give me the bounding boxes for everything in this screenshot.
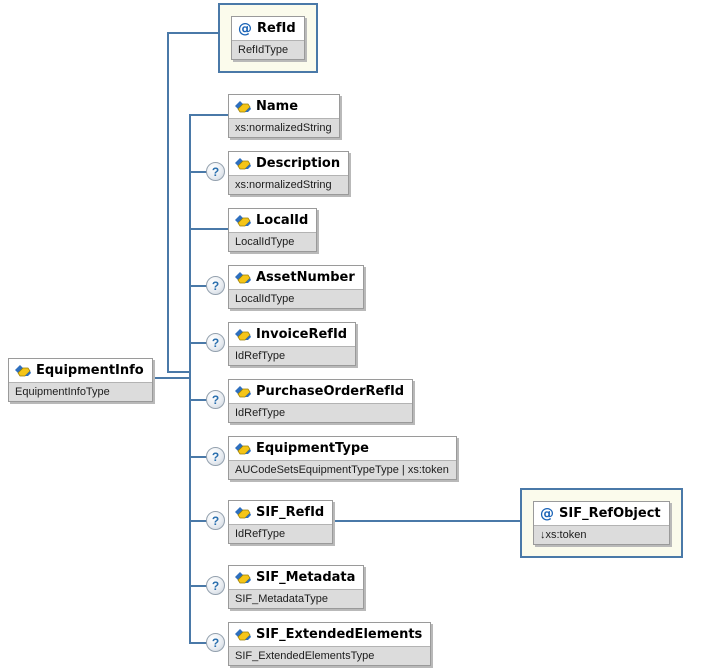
element-node-equipmenttype[interactable]: EquipmentType AUCodeSetsEquipmentTypeTyp…: [228, 436, 457, 480]
element-node-sifextendedelements[interactable]: SIF_ExtendedElements SIF_ExtendedElement…: [228, 622, 432, 666]
element-node-purchaseorderrefid[interactable]: PurchaseOrderRefId IdRefType: [228, 379, 414, 423]
element-label: Description: [256, 156, 341, 171]
element-icon: [235, 629, 251, 641]
element-type: IdRefType: [229, 524, 333, 543]
element-icon: [15, 365, 31, 377]
sif-refobject-type: ↓xs:token: [534, 525, 669, 544]
refid-type: RefIdType: [232, 40, 304, 59]
element-row-purchaseorderrefid: PurchaseOrderRefId IdRefType: [228, 379, 414, 423]
optional-icon: ?: [206, 276, 225, 295]
element-node-name[interactable]: Name xs:normalizedString: [228, 94, 340, 138]
attribute-icon: @: [238, 21, 252, 37]
element-label: AssetNumber: [256, 270, 355, 285]
refid-attribute-node[interactable]: @ RefId RefIdType: [231, 16, 305, 60]
optional-icon: ?: [206, 447, 225, 466]
connector-trunk-attributes: [167, 32, 169, 373]
sif-refobject-attribute-container: @ SIF_RefObject ↓xs:token: [520, 488, 683, 558]
element-label: EquipmentType: [256, 441, 369, 456]
element-type: IdRefType: [229, 346, 356, 365]
element-row-equipmenttype: EquipmentType AUCodeSetsEquipmentTypeTyp…: [228, 436, 457, 480]
element-icon: [235, 329, 251, 341]
element-icon: [235, 215, 251, 227]
connector-root-stub: [153, 377, 191, 379]
element-type: AUCodeSetsEquipmentTypeType | xs:token: [229, 460, 456, 479]
sif-refobject-title: @ SIF_RefObject: [534, 502, 669, 525]
root-type: EquipmentInfoType: [9, 382, 152, 401]
element-icon: [235, 158, 251, 170]
optional-icon: ?: [206, 390, 225, 409]
connector-stub-description: [189, 171, 211, 173]
optional-icon: ?: [206, 576, 225, 595]
element-label: SIF_ExtendedElements: [256, 627, 423, 642]
element-row-sifrefid: SIF_RefId IdRefType: [228, 500, 334, 544]
root-label: EquipmentInfo: [36, 363, 144, 378]
element-label: SIF_Metadata: [256, 570, 356, 585]
element-type: IdRefType: [229, 403, 413, 422]
element-type: LocalIdType: [229, 232, 317, 251]
connector-stub-sifmetadata: [189, 585, 211, 587]
connector-trunk-children: [189, 114, 191, 644]
element-type: xs:normalizedString: [229, 118, 339, 137]
refid-attribute-container: @ RefId RefIdType: [218, 3, 318, 73]
connector-refid-horizontal: [167, 32, 220, 34]
connector-stub-equipmenttype: [189, 456, 211, 458]
element-label: Name: [256, 99, 299, 114]
element-row-description: Description xs:normalizedString: [228, 151, 350, 195]
connector-stub-localid: [189, 228, 228, 230]
element-node-sifmetadata[interactable]: SIF_Metadata SIF_MetadataType: [228, 565, 365, 609]
element-icon: [235, 386, 251, 398]
element-node-localid[interactable]: LocalId LocalIdType: [228, 208, 318, 252]
element-icon: [235, 443, 251, 455]
element-node-description[interactable]: Description xs:normalizedString: [228, 151, 350, 195]
element-node-sifrefid[interactable]: SIF_RefId IdRefType: [228, 500, 334, 544]
optional-icon: ?: [206, 333, 225, 352]
sif-refobject-label: SIF_RefObject: [559, 506, 661, 521]
element-row-invoicerefid: InvoiceRefId IdRefType: [228, 322, 357, 366]
refid-title: @ RefId: [232, 17, 304, 40]
connector-stub-name: [189, 114, 228, 116]
element-type: SIF_ExtendedElementsType: [229, 646, 431, 665]
connector-stub-invoicerefid: [189, 342, 211, 344]
sif-refobject-attribute-node[interactable]: @ SIF_RefObject ↓xs:token: [533, 501, 670, 545]
element-icon: [235, 272, 251, 284]
connector-sifrefid-to-refobject: [300, 520, 522, 522]
root-element-node[interactable]: EquipmentInfo EquipmentInfoType: [8, 358, 153, 402]
element-row-assetnumber: AssetNumber LocalIdType: [228, 265, 364, 309]
element-label: SIF_RefId: [256, 505, 325, 520]
element-label: LocalId: [256, 213, 309, 228]
connector-stub-purchaseorderrefid: [189, 399, 211, 401]
connector-stub-sifextendedelements: [189, 642, 211, 644]
element-icon: [235, 101, 251, 113]
element-node-assetnumber[interactable]: AssetNumber LocalIdType: [228, 265, 364, 309]
element-row-localid: LocalId LocalIdType: [228, 208, 318, 252]
root-title: EquipmentInfo: [9, 359, 152, 382]
element-row-name: Name xs:normalizedString: [228, 94, 340, 138]
optional-icon: ?: [206, 162, 225, 181]
optional-icon: ?: [206, 511, 225, 530]
connector-stub-assetnumber: [189, 285, 211, 287]
element-node-invoicerefid[interactable]: InvoiceRefId IdRefType: [228, 322, 357, 366]
element-icon: [235, 572, 251, 584]
attribute-icon: @: [540, 506, 554, 522]
element-type: xs:normalizedString: [229, 175, 349, 194]
refid-label: RefId: [257, 21, 296, 36]
element-type: SIF_MetadataType: [229, 589, 364, 608]
connector-trunk-elbow: [167, 371, 191, 373]
element-label: InvoiceRefId: [256, 327, 348, 342]
element-type: LocalIdType: [229, 289, 363, 308]
element-row-sifextendedelements: SIF_ExtendedElements SIF_ExtendedElement…: [228, 622, 432, 666]
element-row-sifmetadata: SIF_Metadata SIF_MetadataType: [228, 565, 365, 609]
optional-icon: ?: [206, 633, 225, 652]
element-icon: [235, 507, 251, 519]
connector-stub-sifrefid: [189, 520, 211, 522]
element-label: PurchaseOrderRefId: [256, 384, 405, 399]
root-element-row: EquipmentInfo EquipmentInfoType: [8, 358, 153, 402]
